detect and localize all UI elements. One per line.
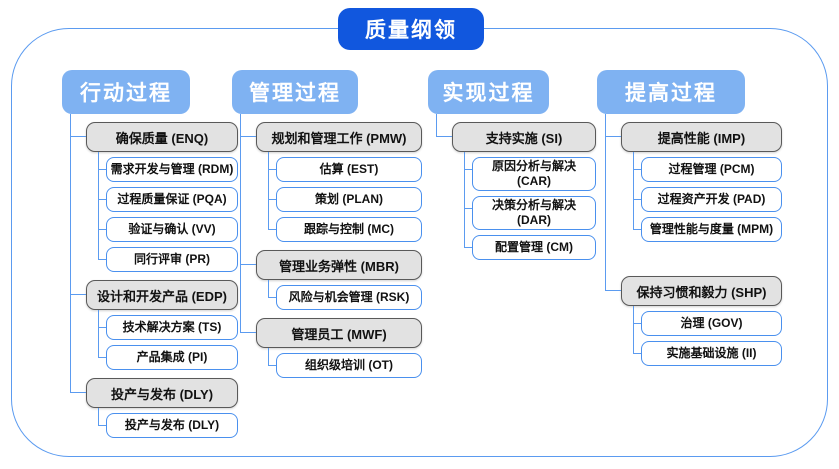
group-item: 提高性能 (IMP) 过程管理 (PCM) 过程资产开发 (PAD) 管理性能与度量 … bbox=[605, 114, 782, 242]
leaf-item: 管理性能与度量 (MPM) bbox=[633, 212, 782, 242]
group-box: 保持习惯和毅力 (SHP) bbox=[621, 276, 782, 306]
group-list: 支持实施 (SI) 原因分析与解决 (CAR) 决策分析与解决 (DAR) 配置管理 … bbox=[428, 114, 596, 260]
leaf-box: 实施基础设施 (II) bbox=[641, 341, 782, 366]
leaf-box: 管理性能与度量 (MPM) bbox=[641, 217, 782, 242]
leaf-box: 需求开发与管理 (RDM) bbox=[106, 157, 238, 182]
leaf-item: 组织级培训 (OT) bbox=[268, 348, 422, 378]
tree-column-3: 实现过程支持实施 (SI) 原因分析与解决 (CAR) 决策分析与解决 (DAR) 配… bbox=[428, 70, 596, 260]
group-box: 管理业务弹性 (MBR) bbox=[256, 250, 422, 280]
leaf-box: 策划 (PLAN) bbox=[276, 187, 422, 212]
column-header: 管理过程 bbox=[232, 70, 358, 114]
leaf-box: 组织级培训 (OT) bbox=[276, 353, 422, 378]
column-header: 提高过程 bbox=[597, 70, 745, 114]
diagram-title: 质量纲领 bbox=[338, 8, 484, 50]
leaf-list: 组织级培训 (OT) bbox=[256, 348, 422, 378]
leaf-item: 技术解决方案 (TS) bbox=[98, 310, 238, 340]
group-item: 管理员工 (MWF) 组织级培训 (OT) bbox=[240, 310, 422, 378]
leaf-list: 过程管理 (PCM) 过程资产开发 (PAD) 管理性能与度量 (MPM) bbox=[621, 152, 782, 242]
tree-column-2: 管理过程规划和管理工作 (PMW) 估算 (EST) 策划 (PLAN) 跟踪与控制 … bbox=[232, 70, 422, 378]
leaf-box: 投产与发布 (DLY) bbox=[106, 413, 238, 438]
group-item: 规划和管理工作 (PMW) 估算 (EST) 策划 (PLAN) 跟踪与控制 (MC) bbox=[240, 114, 422, 242]
leaf-item: 策划 (PLAN) bbox=[268, 182, 422, 212]
tree-column-4: 提高过程提高性能 (IMP) 过程管理 (PCM) 过程资产开发 (PAD) 管理性能… bbox=[597, 70, 782, 366]
group-box: 管理员工 (MWF) bbox=[256, 318, 422, 348]
leaf-box: 产品集成 (PI) bbox=[106, 345, 238, 370]
leaf-box: 原因分析与解决 (CAR) bbox=[472, 157, 596, 191]
leaf-item: 同行评审 (PR) bbox=[98, 242, 238, 272]
group-box: 规划和管理工作 (PMW) bbox=[256, 122, 422, 152]
leaf-box: 决策分析与解决 (DAR) bbox=[472, 196, 596, 230]
group-item: 保持习惯和毅力 (SHP) 治理 (GOV) 实施基础设施 (II) bbox=[605, 242, 782, 366]
group-box: 支持实施 (SI) bbox=[452, 122, 596, 152]
leaf-box: 配置管理 (CM) bbox=[472, 235, 596, 260]
leaf-item: 决策分析与解决 (DAR) bbox=[464, 191, 596, 230]
leaf-item: 配置管理 (CM) bbox=[464, 230, 596, 260]
leaf-box: 验证与确认 (VV) bbox=[106, 217, 238, 242]
leaf-list: 风险与机会管理 (RSK) bbox=[256, 280, 422, 310]
leaf-list: 估算 (EST) 策划 (PLAN) 跟踪与控制 (MC) bbox=[256, 152, 422, 242]
group-item: 投产与发布 (DLY) 投产与发布 (DLY) bbox=[70, 370, 238, 438]
leaf-item: 风险与机会管理 (RSK) bbox=[268, 280, 422, 310]
leaf-item: 验证与确认 (VV) bbox=[98, 212, 238, 242]
column-header: 实现过程 bbox=[428, 70, 549, 114]
leaf-list: 原因分析与解决 (CAR) 决策分析与解决 (DAR) 配置管理 (CM) bbox=[452, 152, 596, 260]
leaf-item: 估算 (EST) bbox=[268, 152, 422, 182]
group-box: 确保质量 (ENQ) bbox=[86, 122, 238, 152]
group-box: 投产与发布 (DLY) bbox=[86, 378, 238, 408]
leaf-item: 产品集成 (PI) bbox=[98, 340, 238, 370]
group-list: 确保质量 (ENQ) 需求开发与管理 (RDM) 过程质量保证 (PQA) 验证与确认… bbox=[62, 114, 238, 438]
leaf-box: 风险与机会管理 (RSK) bbox=[276, 285, 422, 310]
group-list: 规划和管理工作 (PMW) 估算 (EST) 策划 (PLAN) 跟踪与控制 (MC)… bbox=[232, 114, 422, 378]
leaf-box: 过程资产开发 (PAD) bbox=[641, 187, 782, 212]
column-header: 行动过程 bbox=[62, 70, 190, 114]
leaf-list: 治理 (GOV) 实施基础设施 (II) bbox=[621, 306, 782, 366]
group-list: 提高性能 (IMP) 过程管理 (PCM) 过程资产开发 (PAD) 管理性能与度量 … bbox=[597, 114, 782, 366]
leaf-item: 实施基础设施 (II) bbox=[633, 336, 782, 366]
group-box: 提高性能 (IMP) bbox=[621, 122, 782, 152]
leaf-list: 技术解决方案 (TS) 产品集成 (PI) bbox=[86, 310, 238, 370]
leaf-item: 原因分析与解决 (CAR) bbox=[464, 152, 596, 191]
leaf-item: 过程管理 (PCM) bbox=[633, 152, 782, 182]
group-item: 确保质量 (ENQ) 需求开发与管理 (RDM) 过程质量保证 (PQA) 验证与确认… bbox=[70, 114, 238, 272]
leaf-box: 同行评审 (PR) bbox=[106, 247, 238, 272]
leaf-box: 过程质量保证 (PQA) bbox=[106, 187, 238, 212]
tree-column-1: 行动过程确保质量 (ENQ) 需求开发与管理 (RDM) 过程质量保证 (PQA) 验… bbox=[62, 70, 238, 438]
group-item: 支持实施 (SI) 原因分析与解决 (CAR) 决策分析与解决 (DAR) 配置管理 … bbox=[436, 114, 596, 260]
leaf-box: 治理 (GOV) bbox=[641, 311, 782, 336]
leaf-box: 估算 (EST) bbox=[276, 157, 422, 182]
group-item: 设计和开发产品 (EDP) 技术解决方案 (TS) 产品集成 (PI) bbox=[70, 272, 238, 370]
leaf-list: 需求开发与管理 (RDM) 过程质量保证 (PQA) 验证与确认 (VV) 同行评审 … bbox=[86, 152, 238, 272]
leaf-item: 投产与发布 (DLY) bbox=[98, 408, 238, 438]
leaf-item: 过程质量保证 (PQA) bbox=[98, 182, 238, 212]
leaf-box: 跟踪与控制 (MC) bbox=[276, 217, 422, 242]
leaf-item: 跟踪与控制 (MC) bbox=[268, 212, 422, 242]
leaf-item: 过程资产开发 (PAD) bbox=[633, 182, 782, 212]
group-box: 设计和开发产品 (EDP) bbox=[86, 280, 238, 310]
leaf-list: 投产与发布 (DLY) bbox=[86, 408, 238, 438]
leaf-item: 需求开发与管理 (RDM) bbox=[98, 152, 238, 182]
group-item: 管理业务弹性 (MBR) 风险与机会管理 (RSK) bbox=[240, 242, 422, 310]
leaf-box: 技术解决方案 (TS) bbox=[106, 315, 238, 340]
leaf-item: 治理 (GOV) bbox=[633, 306, 782, 336]
leaf-box: 过程管理 (PCM) bbox=[641, 157, 782, 182]
